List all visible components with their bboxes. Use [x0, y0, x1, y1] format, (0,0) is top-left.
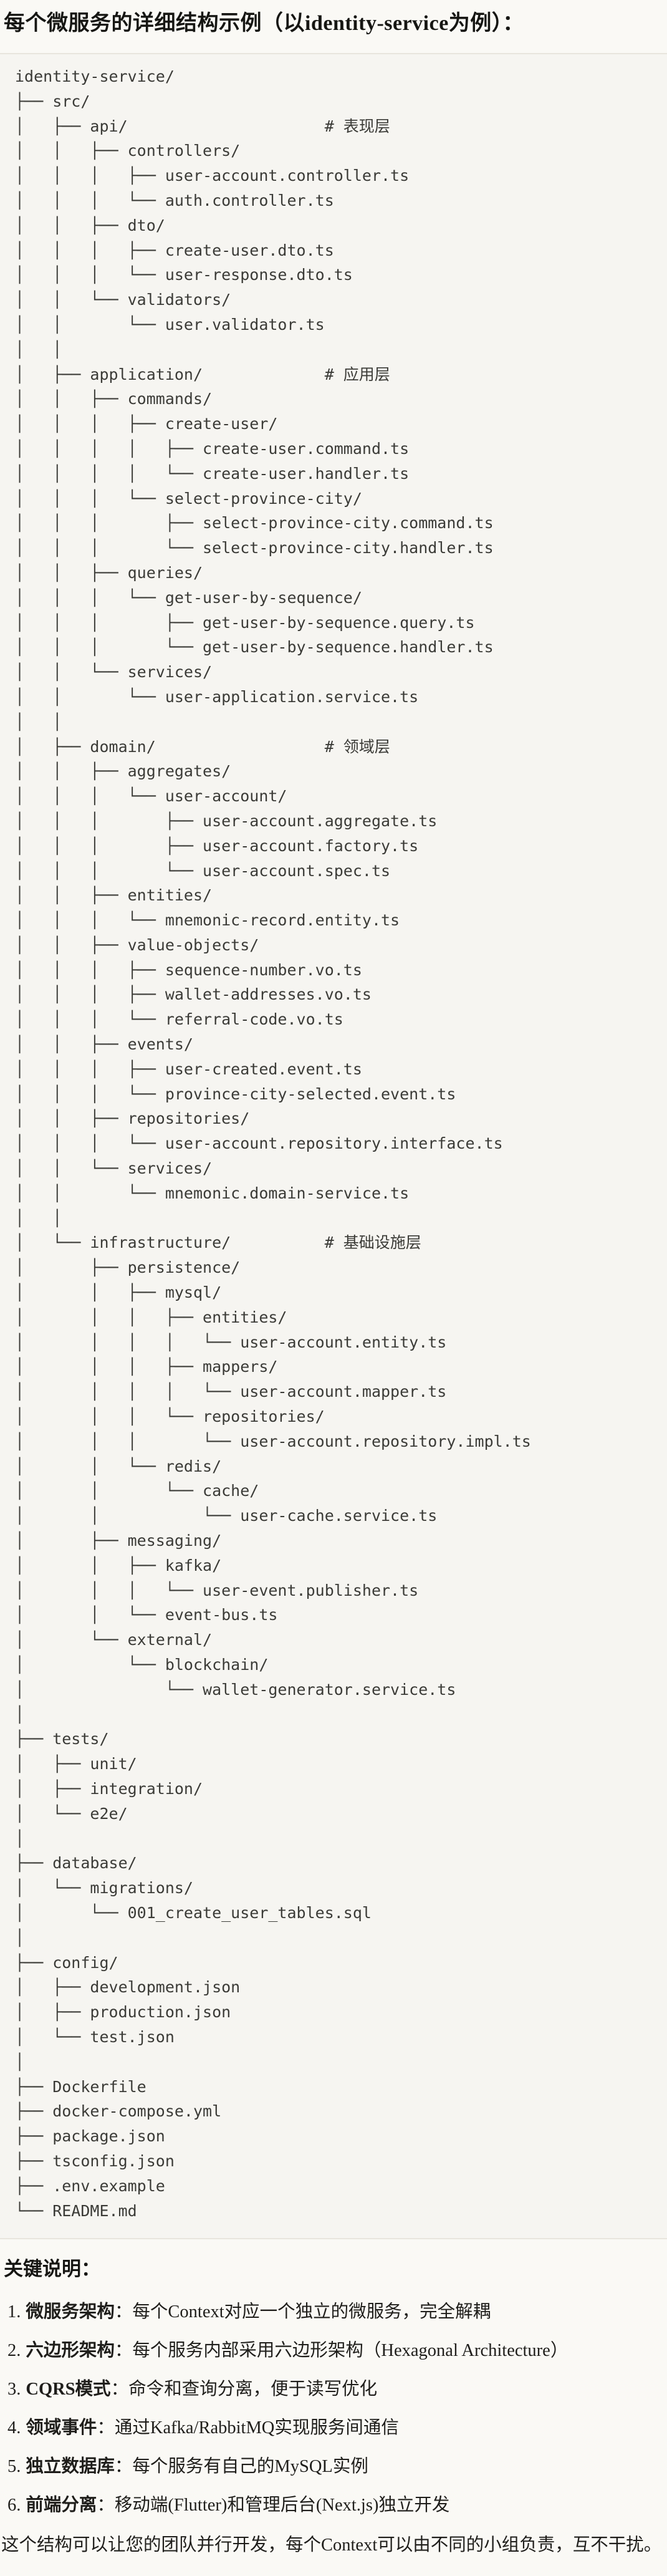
note-text: 每个服务内部采用六边形架构（Hexagonal Architecture）: [132, 2341, 569, 2361]
note-text: 通过Kafka/RabbitMQ实现服务间通信: [114, 2418, 399, 2438]
note-text: 移动端(Flutter)和管理后台(Next.js)独立开发: [114, 2496, 450, 2516]
note-label: 微服务架构: [26, 2302, 115, 2322]
note-item: 3.CQRS模式：命令和查询分离，便于读写优化: [7, 2378, 666, 2401]
note-number: 4.: [7, 2418, 21, 2438]
note-number: 2.: [7, 2341, 21, 2361]
notes-list: 1.微服务架构：每个Context对应一个独立的微服务，完全解耦 2.六边形架构…: [1, 2300, 666, 2517]
note-label: 领域事件: [26, 2418, 97, 2438]
code-block: identity-service/ ├── src/ │ ├── api/ # …: [0, 53, 667, 2240]
note-text: 命令和查询分离，便于读写优化: [128, 2380, 378, 2400]
note-label: 六边形架构: [26, 2341, 115, 2361]
notes-heading: 关键说明：: [4, 2258, 100, 2280]
note-label: 前端分离: [26, 2496, 97, 2516]
note-separator: ：: [114, 2302, 133, 2322]
note-separator: ：: [110, 2380, 129, 2400]
directory-tree: identity-service/ ├── src/ │ ├── api/ # …: [15, 67, 531, 2220]
page-title: 每个微服务的详细结构示例（以identity-service为例）：: [4, 12, 524, 35]
note-item: 1.微服务架构：每个Context对应一个独立的微服务，完全解耦: [7, 2300, 666, 2324]
note-separator: ：: [114, 2341, 133, 2361]
note-number: 5.: [7, 2457, 21, 2477]
note-label: CQRS模式: [26, 2380, 111, 2400]
note-separator: ：: [97, 2496, 115, 2516]
note-text: 每个服务有自己的MySQL实例: [132, 2457, 368, 2477]
document-page: 每个微服务的详细结构示例（以identity-service为例）： ident…: [0, 9, 667, 2557]
note-separator: ：: [114, 2457, 133, 2477]
note-number: 1.: [7, 2302, 21, 2322]
note-item: 5.独立数据库：每个服务有自己的MySQL实例: [7, 2455, 666, 2479]
closing-paragraph: 这个结构可以让您的团队并行开发，每个Context可以由不同的小组负责，互不干扰…: [1, 2535, 662, 2555]
note-separator: ：: [97, 2418, 115, 2438]
note-item: 4.领域事件：通过Kafka/RabbitMQ实现服务间通信: [7, 2416, 666, 2440]
note-item: 6.前端分离：移动端(Flutter)和管理后台(Next.js)独立开发: [7, 2494, 666, 2517]
note-label: 独立数据库: [26, 2457, 115, 2477]
note-number: 6.: [7, 2496, 21, 2516]
note-number: 3.: [7, 2380, 21, 2400]
note-text: 每个Context对应一个独立的微服务，完全解耦: [132, 2302, 491, 2322]
note-item: 2.六边形架构：每个服务内部采用六边形架构（Hexagonal Architec…: [7, 2339, 666, 2363]
